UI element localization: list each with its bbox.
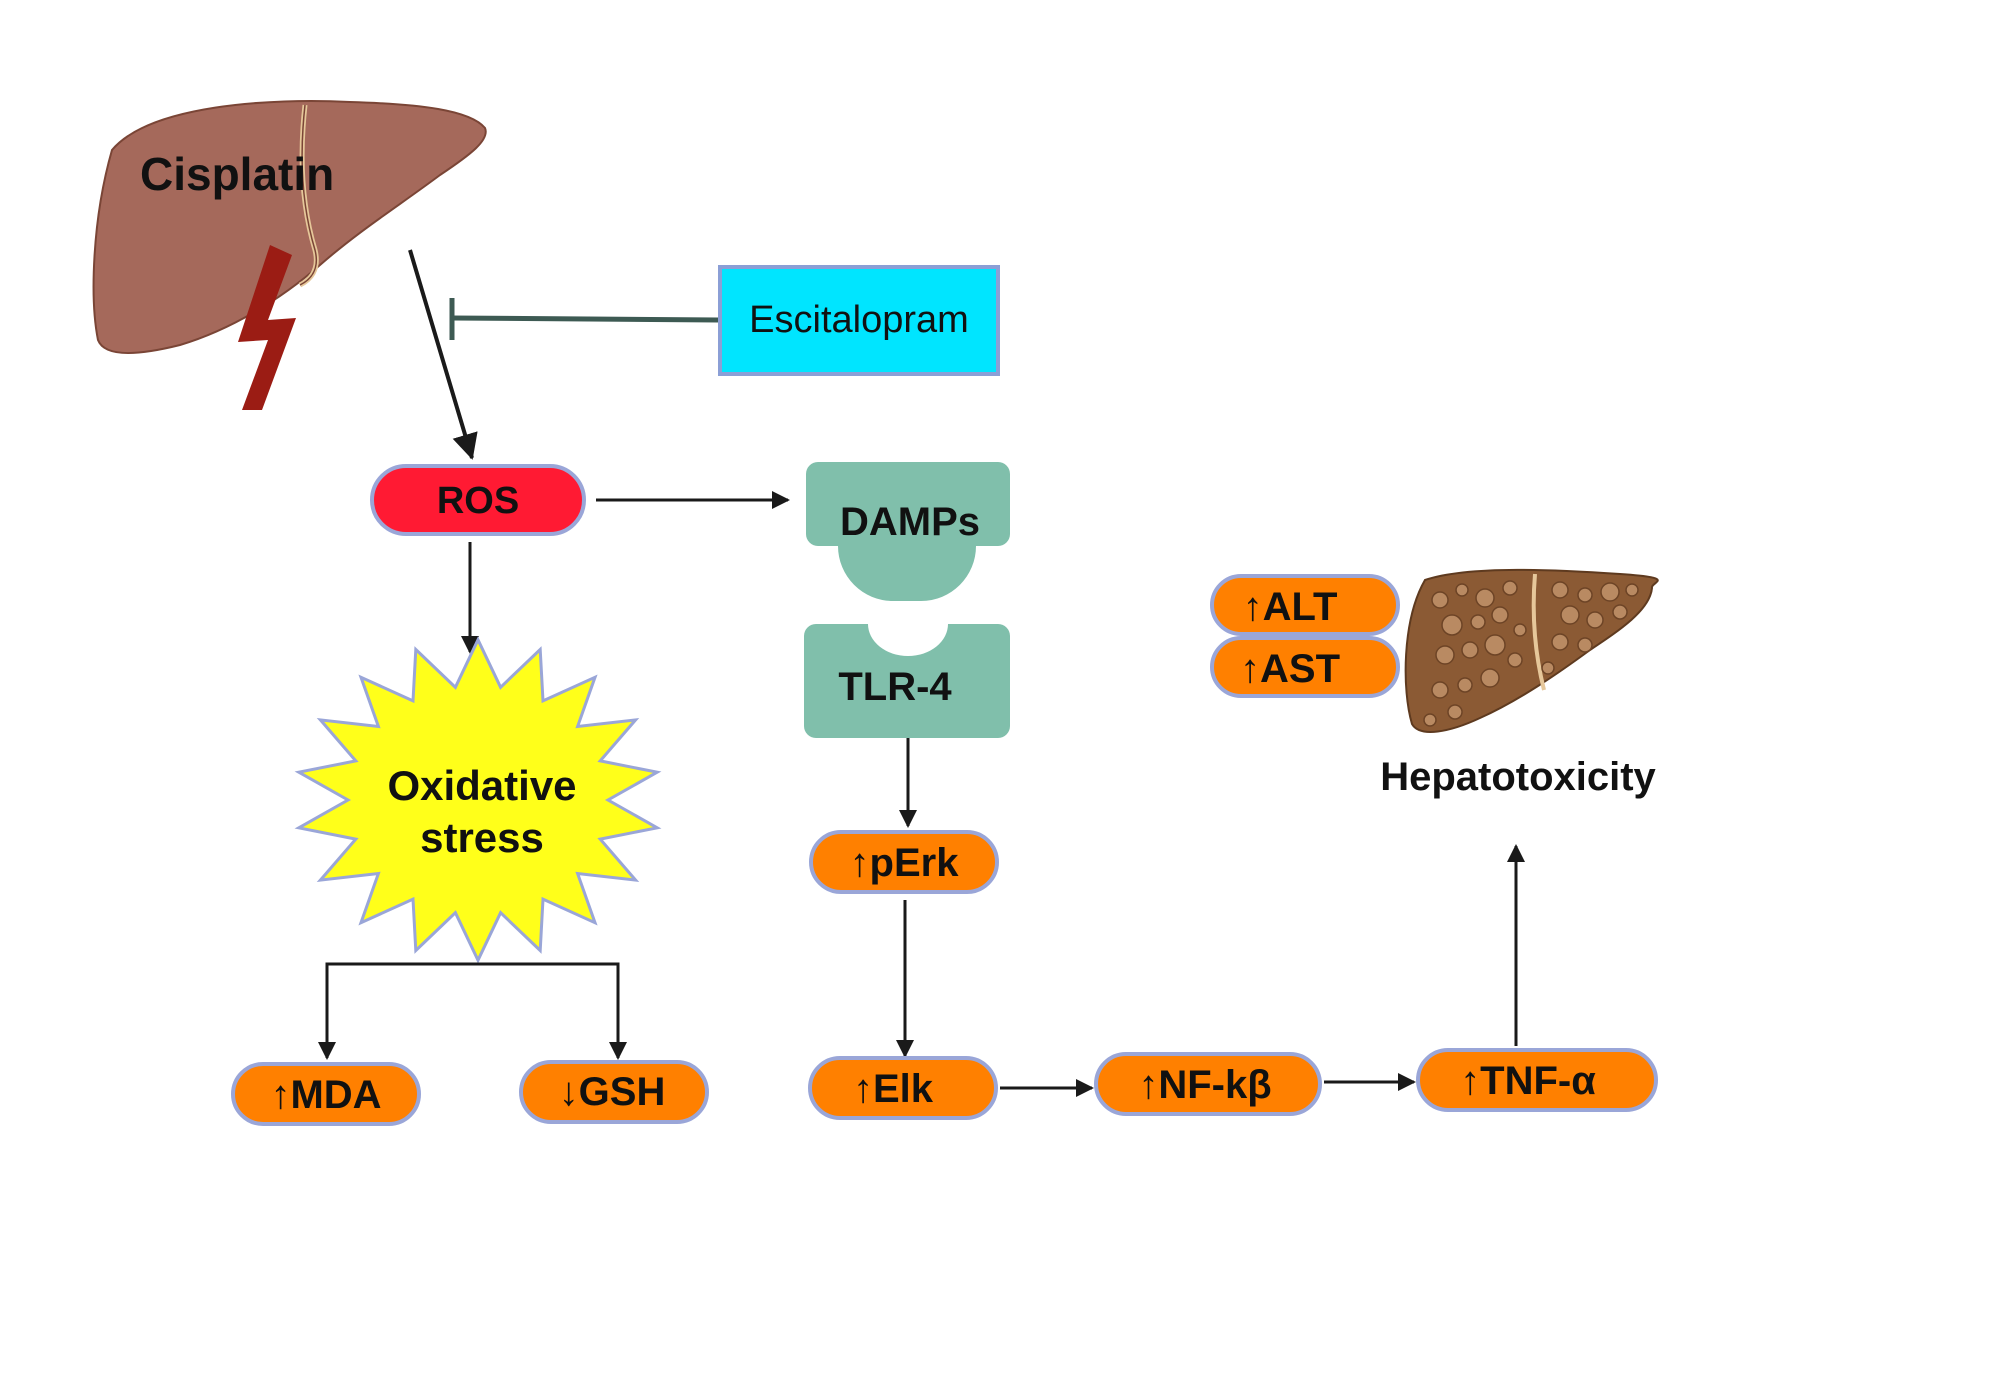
perk-label: ↑pErk: [850, 841, 960, 885]
up-arrow-icon: ↑: [850, 841, 870, 885]
up-arrow-icon: ↑: [853, 1067, 873, 1111]
liver-nodule: [1625, 583, 1639, 597]
branch-connector: [325, 962, 620, 1052]
elk-pill: [808, 1056, 998, 1120]
liver-nodule: [1577, 587, 1593, 603]
liver-nodule: [1502, 580, 1518, 596]
up-arrow-icon: ↑: [1460, 1059, 1480, 1103]
liver-nodule: [1435, 645, 1455, 665]
up-arrow-icon: ↑: [1240, 647, 1260, 691]
liver-nodule: [1560, 605, 1580, 625]
escitalopram-label: Escitalopram: [749, 299, 969, 341]
ast-label: ↑AST: [1240, 647, 1340, 691]
ast-pill: [1210, 636, 1400, 698]
liver-nodule: [1480, 668, 1500, 688]
gsh-label: ↓GSH: [559, 1070, 666, 1114]
liver-nodule: [1441, 614, 1463, 636]
liver-nodule: [1541, 661, 1555, 675]
liver-nodule: [1491, 606, 1509, 624]
liver-nodule: [1457, 677, 1473, 693]
tlr4-label: TLR-4: [838, 665, 952, 709]
liver-nodule: [1461, 641, 1479, 659]
tnfa-pill: [1416, 1048, 1658, 1112]
oxidative-stress-starburst: [294, 636, 662, 964]
up-arrow-icon: ↑: [1243, 585, 1263, 629]
up-arrow-icon: ↑: [270, 1073, 290, 1117]
mda-pill: [231, 1062, 421, 1126]
inhibition-line: [451, 315, 719, 323]
liver-nodule: [1577, 637, 1593, 653]
hepatotoxicity-label: Hepatotoxicity: [1380, 755, 1656, 799]
liver-nodule: [1431, 681, 1449, 699]
nfkb-label: ↑NF-kβ: [1138, 1063, 1271, 1107]
liver-nodule: [1475, 588, 1495, 608]
liver-nodule: [1612, 604, 1628, 620]
ros-pill: [370, 464, 586, 536]
diseased-liver-icon: [1404, 568, 1659, 733]
liver-nodule: [1551, 581, 1569, 599]
liver-nodule: [1455, 583, 1469, 597]
elk-label: ↑Elk: [853, 1067, 934, 1111]
liver-nodule: [1423, 713, 1437, 727]
ros-label: ROS: [437, 480, 519, 522]
liver-nodule: [1484, 634, 1506, 656]
arrow-cisplatin-to-ros: [408, 249, 478, 460]
cisplatin-label: Cisplatin: [140, 148, 334, 200]
liver-nodule: [1447, 704, 1463, 720]
oxidative-label-line1: Oxidative: [387, 762, 576, 809]
liver-nodule: [1507, 652, 1523, 668]
mda-label: ↑MDA: [270, 1073, 381, 1117]
damps-label: DAMPs: [840, 500, 980, 544]
damps-tlr4-receptor-icon: [804, 462, 1010, 738]
alt-label: ↑ALT: [1243, 585, 1338, 629]
nfkb-pill: [1094, 1052, 1322, 1116]
gsh-pill: [519, 1060, 709, 1124]
up-arrow-icon: ↑: [1138, 1063, 1158, 1107]
alt-pill: [1210, 574, 1400, 636]
liver-nodule: [1600, 582, 1620, 602]
healthy-liver-icon: [92, 100, 487, 354]
down-arrow-icon: ↓: [559, 1070, 579, 1114]
escitalopram-box: [718, 265, 1000, 376]
liver-nodule: [1513, 623, 1527, 637]
perk-pill: [809, 830, 999, 894]
tnfa-label: ↑TNF-α: [1460, 1059, 1596, 1103]
oxidative-label-line2: stress: [420, 814, 544, 861]
liver-nodule: [1586, 611, 1604, 629]
liver-nodule: [1551, 633, 1569, 651]
liver-nodule: [1470, 614, 1486, 630]
lightning-icon: [238, 245, 296, 410]
liver-nodule: [1431, 591, 1449, 609]
